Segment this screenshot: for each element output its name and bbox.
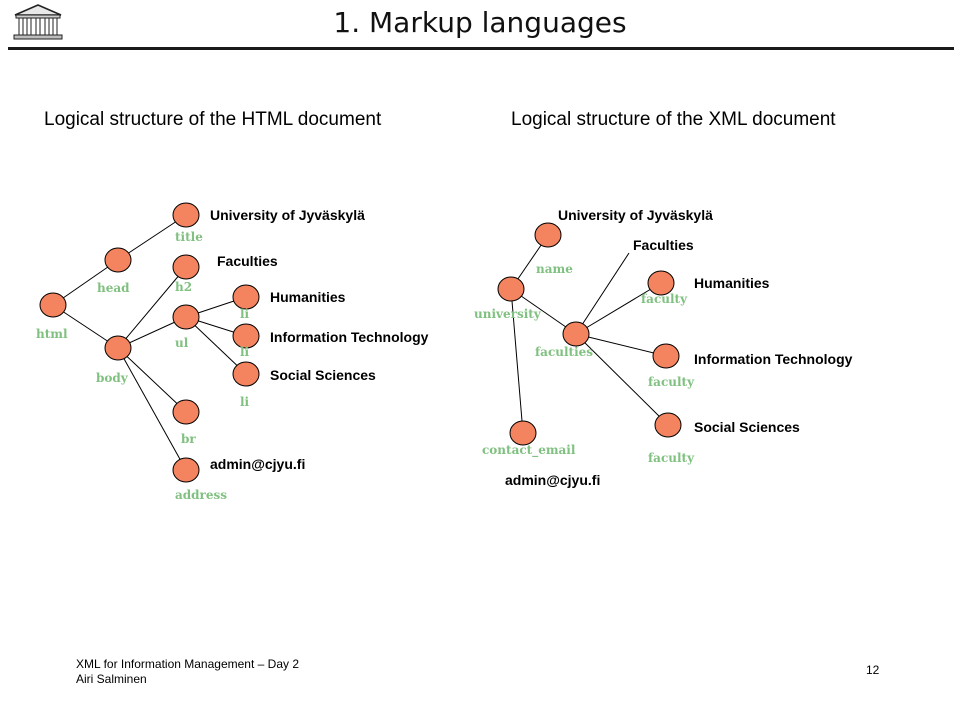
slide-title: 1. Markup languages	[333, 6, 627, 39]
xml-node-faculty2	[652, 343, 680, 369]
xml-tree-nodes	[497, 222, 682, 446]
tag-label-li3: li	[240, 395, 250, 409]
value-label-h2: Faculties	[217, 253, 278, 269]
xml-node-faculty3	[654, 412, 682, 438]
title-divider	[8, 47, 954, 50]
html-node-title	[172, 202, 200, 228]
value-label-li2: Information Technology	[270, 329, 429, 345]
html-node-ul	[172, 304, 200, 330]
tag-label-name: name	[536, 262, 573, 276]
value-label-faculties: Faculties	[633, 237, 694, 253]
tag-label-faculty2: faculty	[648, 375, 695, 389]
edge-faculties-faculty1	[575, 282, 662, 335]
html-node-html	[39, 292, 67, 318]
value-label-faculty3: Social Sciences	[694, 419, 800, 435]
xml-node-contact-email	[509, 420, 537, 446]
value-label-li1: Humanities	[270, 289, 346, 305]
html-node-li1	[232, 284, 260, 310]
tag-label-br: br	[181, 432, 196, 446]
edge-body-br	[117, 347, 187, 413]
xml-tree-heading: Logical structure of the XML document	[511, 109, 836, 130]
html-tree-nodes	[39, 202, 260, 483]
edge-head-title	[117, 214, 187, 261]
value-label-name: University of Jyväskylä	[558, 207, 713, 223]
footer-course-title: XML for Information Management – Day 2	[76, 657, 299, 671]
html-node-head	[104, 247, 132, 273]
html-node-body	[104, 335, 132, 361]
edge-university-faculties	[510, 288, 577, 335]
tag-label-faculty1: faculty	[641, 292, 688, 306]
html-node-h2	[172, 254, 200, 280]
tag-label-h2: h2	[175, 280, 192, 294]
html-node-li2	[232, 323, 260, 349]
page-number: 12	[866, 663, 880, 677]
tag-label-faculty3: faculty	[648, 451, 695, 465]
value-label-faculty1: Humanities	[694, 275, 770, 291]
value-label-faculty2: Information Technology	[694, 351, 853, 367]
tag-label-address: address	[175, 488, 227, 502]
tag-label-faculties: faculties	[535, 345, 593, 359]
edge-faculties-label	[575, 252, 630, 335]
html-tree-value-labels: University of Jyväskylä Faculties Humani…	[210, 207, 429, 472]
edge-faculties-faculty3	[575, 333, 669, 426]
html-tree-heading: Logical structure of the HTML document	[44, 109, 382, 130]
tag-label-head: head	[97, 281, 130, 295]
edge-ul-li3	[185, 316, 247, 375]
html-node-address	[172, 457, 200, 483]
footer-author: Airi Salminen	[76, 672, 147, 686]
xml-tree-edges	[510, 234, 669, 434]
html-tree-tag-labels: html head body title h2 ul li li li br a…	[36, 230, 250, 502]
xml-node-name	[534, 222, 562, 248]
xml-node-university	[497, 276, 525, 302]
value-label-title: University of Jyväskylä	[210, 207, 365, 223]
tag-label-html: html	[36, 327, 68, 341]
value-label-address: admin@cjyu.fi	[210, 456, 305, 472]
edge-faculties-faculty2	[575, 333, 667, 357]
xml-tree-tag-labels: name university faculties faculty facult…	[474, 262, 695, 465]
value-label-contact-email: admin@cjyu.fi	[505, 472, 600, 488]
edge-body-h2	[117, 266, 187, 349]
xml-node-faculties	[562, 321, 590, 347]
edge-html-head	[52, 259, 119, 306]
xml-tree-value-labels: University of Jyväskylä Faculties Humani…	[505, 207, 853, 488]
edge-body-address	[117, 347, 187, 471]
tag-label-body: body	[96, 371, 129, 385]
university-building-logo-icon	[13, 4, 63, 40]
tag-label-title: title	[175, 230, 203, 244]
html-node-li3	[232, 361, 260, 387]
value-label-li3: Social Sciences	[270, 367, 376, 383]
xml-node-faculty1	[647, 270, 675, 296]
tag-label-ul: ul	[175, 336, 189, 350]
html-node-br	[172, 399, 200, 425]
tag-label-university: university	[474, 307, 542, 321]
tag-label-li2: li	[240, 345, 250, 359]
tag-label-contact-email: contact_email	[482, 443, 576, 458]
edge-university-contact	[510, 288, 524, 434]
tag-label-li1: li	[240, 307, 250, 321]
